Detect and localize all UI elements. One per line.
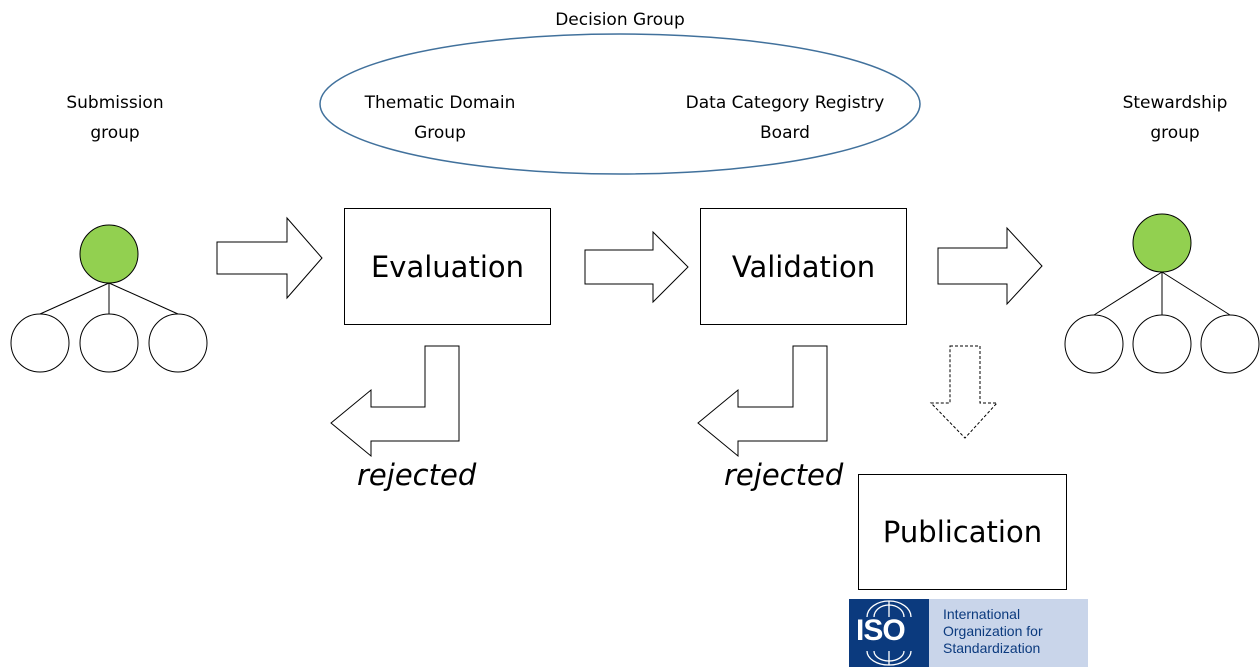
arrow-to-validation xyxy=(584,230,689,304)
publication-box: Publication xyxy=(858,474,1067,590)
decision-group-title: Decision Group xyxy=(555,10,685,30)
validation-box: Validation xyxy=(700,208,907,325)
stewardship-group-label: Stewardship group xyxy=(1122,93,1228,143)
publication-label: Publication xyxy=(882,515,1043,549)
submission-group-hierarchy-icon xyxy=(10,224,208,373)
reject-arrow-validation xyxy=(697,345,828,458)
decision-group-ellipse xyxy=(319,33,921,175)
globe-icon xyxy=(866,600,912,666)
evaluation-box: Evaluation xyxy=(344,208,551,325)
thematic-domain-group-label: Thematic Domain Group xyxy=(364,93,516,143)
evaluation-label: Evaluation xyxy=(370,249,524,284)
arrow-to-publication xyxy=(929,345,999,439)
validation-label: Validation xyxy=(731,249,876,284)
iso-logo-text: International Organization for Standardi… xyxy=(943,606,1043,656)
stewardship-group-hierarchy-icon xyxy=(1064,213,1260,374)
rejected-label-validation: rejected xyxy=(724,458,844,492)
reject-arrow-evaluation xyxy=(330,345,460,458)
rejected-label-evaluation: rejected xyxy=(357,458,477,492)
data-category-registry-board-label: Data Category Registry Board xyxy=(685,93,885,143)
arrow-to-stewardship xyxy=(937,226,1043,306)
submission-group-label: Submission group xyxy=(66,93,164,143)
arrow-to-evaluation xyxy=(216,216,323,300)
iso-logo-mark: ISO xyxy=(856,614,906,647)
iso-logo xyxy=(849,599,1088,667)
